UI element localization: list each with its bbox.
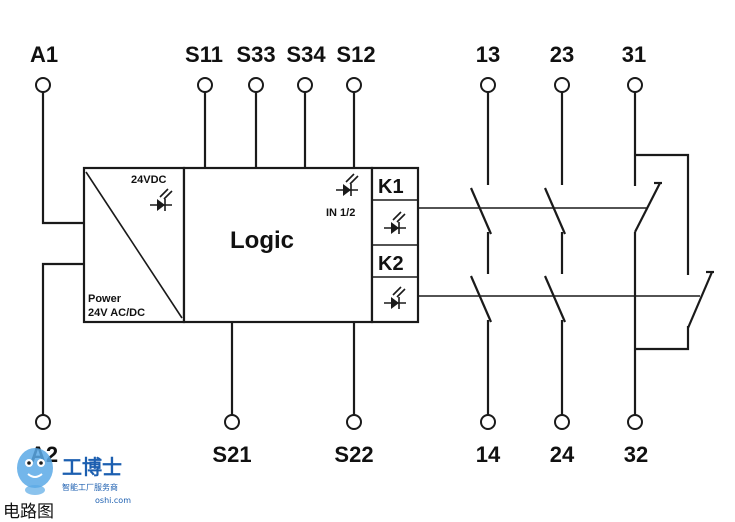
terminal-32 — [627, 414, 643, 430]
power-label-line1: Power — [88, 293, 122, 305]
terminal-31 — [627, 77, 643, 93]
terminal-label-s34: S34 — [286, 42, 326, 67]
input-led-icon — [336, 173, 359, 196]
k1-led-icon — [384, 211, 406, 234]
contact-13-14 — [469, 92, 493, 415]
relay-label-k1: K1 — [378, 176, 404, 198]
terminal-label-s22: S22 — [334, 442, 373, 467]
terminal-s22 — [346, 414, 362, 430]
terminal-s12 — [346, 77, 362, 93]
terminal-label-s21: S21 — [212, 442, 251, 467]
terminal-label-31: 31 — [622, 42, 646, 67]
terminal-label-14: 14 — [476, 442, 501, 467]
input-label: IN 1/2 — [326, 207, 355, 219]
terminal-label-s11: S11 — [185, 42, 223, 67]
terminal-s34 — [297, 77, 313, 93]
terminal-23 — [554, 77, 570, 93]
watermark-subtext: 智能工厂服务商 — [62, 482, 118, 492]
terminal-label-a1: A1 — [30, 42, 58, 67]
contact-23-24 — [543, 92, 567, 415]
terminal-a2 — [35, 414, 51, 430]
watermark-text: 工博士 — [62, 455, 122, 479]
terminal-24 — [554, 414, 570, 430]
logic-title: Logic — [230, 227, 294, 254]
terminal-14 — [480, 414, 496, 430]
contact-31-32 — [633, 92, 714, 415]
terminal-label-13: 13 — [476, 42, 500, 67]
power-label-line2: 24V AC/DC — [88, 307, 145, 319]
terminal-s33 — [248, 77, 264, 93]
terminal-a1 — [35, 77, 51, 93]
k2-led-icon — [384, 286, 406, 309]
wire-a1 — [41, 92, 84, 225]
terminal-s21 — [224, 414, 240, 430]
caption: 电路图 — [3, 502, 54, 522]
terminal-13 — [480, 77, 496, 93]
power-block-diagonal — [85, 171, 183, 319]
terminal-label-s12: S12 — [336, 42, 375, 67]
terminal-label-24: 24 — [550, 442, 575, 467]
watermark-logo — [17, 448, 53, 495]
logic-block — [182, 166, 374, 324]
watermark-url: oshi.com — [95, 496, 131, 505]
terminal-label-s33: S33 — [236, 42, 275, 67]
power-led-icon — [150, 188, 173, 211]
terminal-label-23: 23 — [550, 42, 574, 67]
supply-label: 24VDC — [131, 174, 167, 186]
terminal-label-32: 32 — [624, 442, 648, 467]
relay-label-k2: K2 — [378, 253, 404, 275]
wire-a2 — [41, 262, 84, 415]
terminal-s11 — [197, 77, 213, 93]
